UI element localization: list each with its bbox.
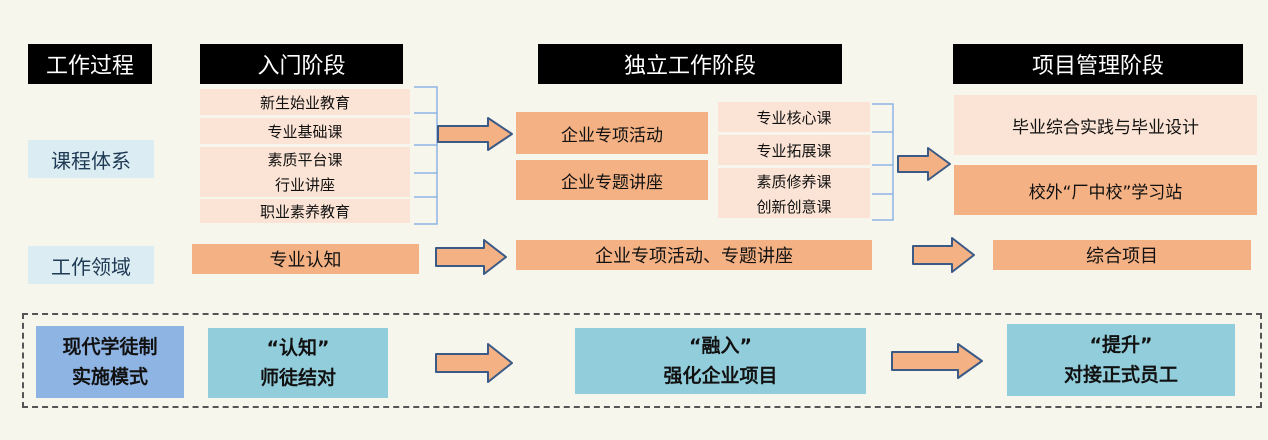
arrow-right xyxy=(435,343,513,383)
apprenticeship-label: 现代学徒制 实施模式 xyxy=(36,326,184,398)
activity-item: 企业专项活动 xyxy=(516,112,708,154)
header-work-process: 工作过程 xyxy=(28,44,152,84)
phase-desc: 对接正式员工 xyxy=(1063,364,1178,386)
course-item: 素质修养课 xyxy=(718,168,870,194)
course-item: 专业基础课 xyxy=(200,118,410,144)
bracket-ticks-stage1 xyxy=(414,112,437,198)
arrow-right xyxy=(912,237,975,273)
phase-desc: 强化企业项目 xyxy=(663,365,778,387)
off-campus-station-box: 校外“厂中校”学习站 xyxy=(954,165,1257,215)
course-item: 职业素养教育 xyxy=(200,199,410,223)
arrow-right xyxy=(437,117,513,151)
course-item: 新生始业教育 xyxy=(200,89,410,115)
arrow-right xyxy=(891,343,983,379)
course-item: 素质平台课 xyxy=(200,147,410,171)
work-field-item: 企业专项活动、专题讲座 xyxy=(516,240,872,270)
course-item: 专业核心课 xyxy=(718,102,870,132)
header-stage-project: 项目管理阶段 xyxy=(953,44,1243,84)
phase-desc: 师徒结对 xyxy=(259,367,336,389)
phase-title: “认知” xyxy=(266,337,330,359)
work-field-item: 综合项目 xyxy=(993,240,1251,270)
apprenticeship-section xyxy=(22,313,1262,408)
apprenticeship-label-line2: 实施模式 xyxy=(71,366,148,388)
work-field-item: 专业认知 xyxy=(192,244,419,274)
header-stage-entry: 入门阶段 xyxy=(200,44,403,84)
apprenticeship-label-line1: 现代学徒制 xyxy=(62,336,158,358)
phase-recognition: “认知” 师徒结对 xyxy=(208,328,388,398)
header-stage-independent: 独立工作阶段 xyxy=(538,44,842,84)
course-item: 专业拓展课 xyxy=(718,135,870,165)
row-label-curriculum: 课程体系 xyxy=(28,140,154,178)
phase-title: “融入” xyxy=(689,335,752,357)
phase-title: “提升” xyxy=(1089,334,1153,356)
arrow-right xyxy=(897,147,951,181)
bracket-ticks-stage2 xyxy=(872,131,893,195)
arrow-right xyxy=(435,239,507,275)
row-label-work-field: 工作领域 xyxy=(28,246,154,284)
course-item: 行业讲座 xyxy=(200,171,410,197)
activity-item: 企业专题讲座 xyxy=(516,160,708,200)
bracket-stage1 xyxy=(414,86,438,225)
bracket-stage2 xyxy=(872,103,894,221)
phase-promotion: “提升” 对接正式员工 xyxy=(1007,324,1235,396)
phase-integration: “融入” 强化企业项目 xyxy=(575,328,866,394)
graduation-practice-box: 毕业综合实践与毕业设计 xyxy=(954,95,1257,155)
course-item: 创新创意课 xyxy=(718,194,870,218)
